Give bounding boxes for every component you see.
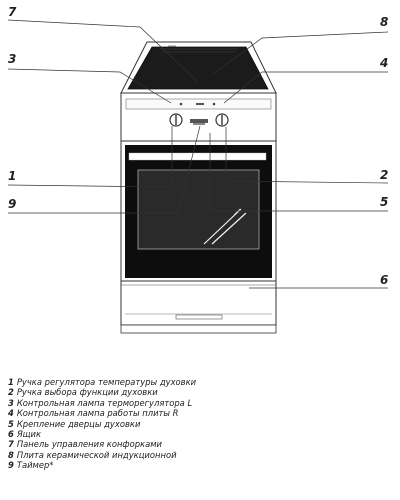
callout-8: 8 xyxy=(380,15,388,29)
legend-text: Ящик xyxy=(16,429,42,440)
oven-temperature-knob xyxy=(169,113,183,127)
control-panel xyxy=(120,92,277,142)
stove-diagram: 7 8 3 4 1 2 9 5 6 xyxy=(7,5,389,334)
legend-text: Плита керамической индукционной xyxy=(16,449,177,460)
legend-number: 4 xyxy=(8,408,14,419)
callout-3: 3 xyxy=(8,52,16,66)
legend-text: Контрольная лампа терморегулятора L xyxy=(16,397,193,408)
legend-number: 3 xyxy=(8,397,14,408)
legend-text: Ручка выбора функции духовки xyxy=(16,387,158,398)
oven-function-knob xyxy=(215,113,229,127)
legend-number: 5 xyxy=(8,418,14,429)
legend-number: 8 xyxy=(8,449,14,460)
callout-5: 5 xyxy=(380,195,388,209)
legend-text: Ручка регулятора температуры духовки xyxy=(16,377,197,387)
oven-door xyxy=(120,140,277,282)
callout-4: 4 xyxy=(379,56,388,70)
callout-9: 9 xyxy=(8,197,16,211)
ceramic-hob xyxy=(120,41,277,94)
legend-text: Крепление дверцы духовки xyxy=(16,418,141,429)
legend-number: 9 xyxy=(8,460,14,471)
callout-1: 1 xyxy=(8,169,16,183)
legend-text: Панель управления конфорками xyxy=(16,439,162,450)
legend-text: Контрольная лампа работы плиты R xyxy=(16,408,179,419)
legend-number: 6 xyxy=(8,429,14,440)
callout-7: 7 xyxy=(8,5,17,19)
legend-text: Таймер* xyxy=(16,460,54,471)
storage-drawer xyxy=(120,280,277,334)
legend-number: 7 xyxy=(8,439,14,450)
callout-2: 2 xyxy=(380,168,388,182)
callout-6: 6 xyxy=(380,273,388,287)
legend-number: 2 xyxy=(8,387,14,398)
legend-number: 1 xyxy=(8,377,14,387)
leader-lines xyxy=(7,19,389,289)
